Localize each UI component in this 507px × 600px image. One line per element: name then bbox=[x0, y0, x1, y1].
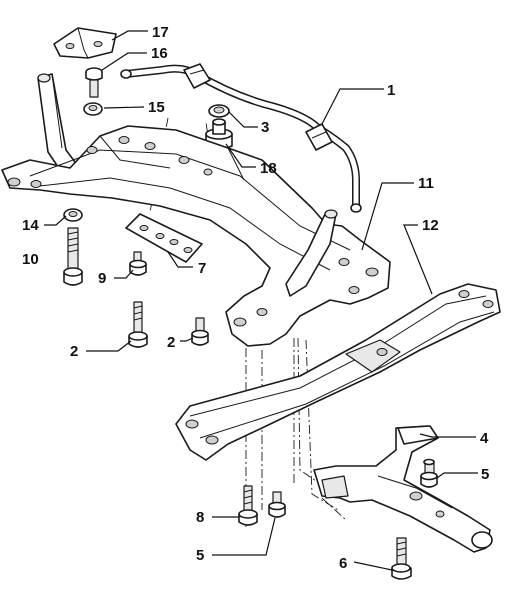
callout-14: 12 bbox=[422, 217, 439, 234]
callout-12: 14 bbox=[22, 217, 39, 234]
stabilizer-bar-part-1 bbox=[120, 63, 362, 213]
callout-18: 18 bbox=[260, 160, 277, 177]
callout-11: 11 bbox=[418, 175, 434, 192]
callout-6: 6 bbox=[339, 555, 347, 572]
callout-10: 10 bbox=[22, 251, 39, 268]
callout-16: 16 bbox=[151, 45, 168, 62]
plate-part-7 bbox=[125, 213, 203, 263]
callout-5-right: 5 bbox=[481, 466, 489, 483]
callout-5-lower: 5 bbox=[196, 547, 204, 564]
washer-part-17 bbox=[83, 102, 103, 116]
bolt-part-6 bbox=[391, 537, 412, 580]
bolt-part-2-short bbox=[191, 317, 209, 346]
callout-17: 15 bbox=[148, 99, 165, 116]
bolt-part-16 bbox=[85, 67, 103, 98]
callout-7: 7 bbox=[198, 260, 206, 277]
washer-part-12 bbox=[63, 208, 83, 222]
callout-3: 3 bbox=[261, 119, 269, 136]
bracket-part-15 bbox=[53, 27, 117, 59]
callout-1: 1 bbox=[387, 82, 395, 99]
bolt-part-10 bbox=[63, 227, 83, 286]
callout-2-right: 2 bbox=[167, 334, 175, 351]
callout-15: 17 bbox=[152, 24, 169, 41]
bolt-part-2-long bbox=[128, 301, 148, 348]
callout-9: 9 bbox=[98, 270, 106, 287]
reinforcement-beam-part-14 bbox=[175, 283, 501, 461]
subframe-crossmember bbox=[1, 73, 391, 347]
control-arm-part-4 bbox=[313, 425, 493, 553]
callout-2-left: 2 bbox=[70, 343, 78, 360]
bolt-part-8 bbox=[238, 485, 258, 526]
bolt-part-5-lower bbox=[268, 491, 286, 518]
bolt-part-5-right bbox=[420, 458, 438, 488]
callout-4: 4 bbox=[480, 430, 489, 447]
leader-lines bbox=[44, 30, 478, 571]
callout-labels: 17 16 15 1 3 18 11 14 12 10 7 9 2 2 4 5 … bbox=[22, 24, 489, 572]
bush-part-3 bbox=[208, 104, 230, 118]
callout-8: 8 bbox=[196, 509, 204, 526]
